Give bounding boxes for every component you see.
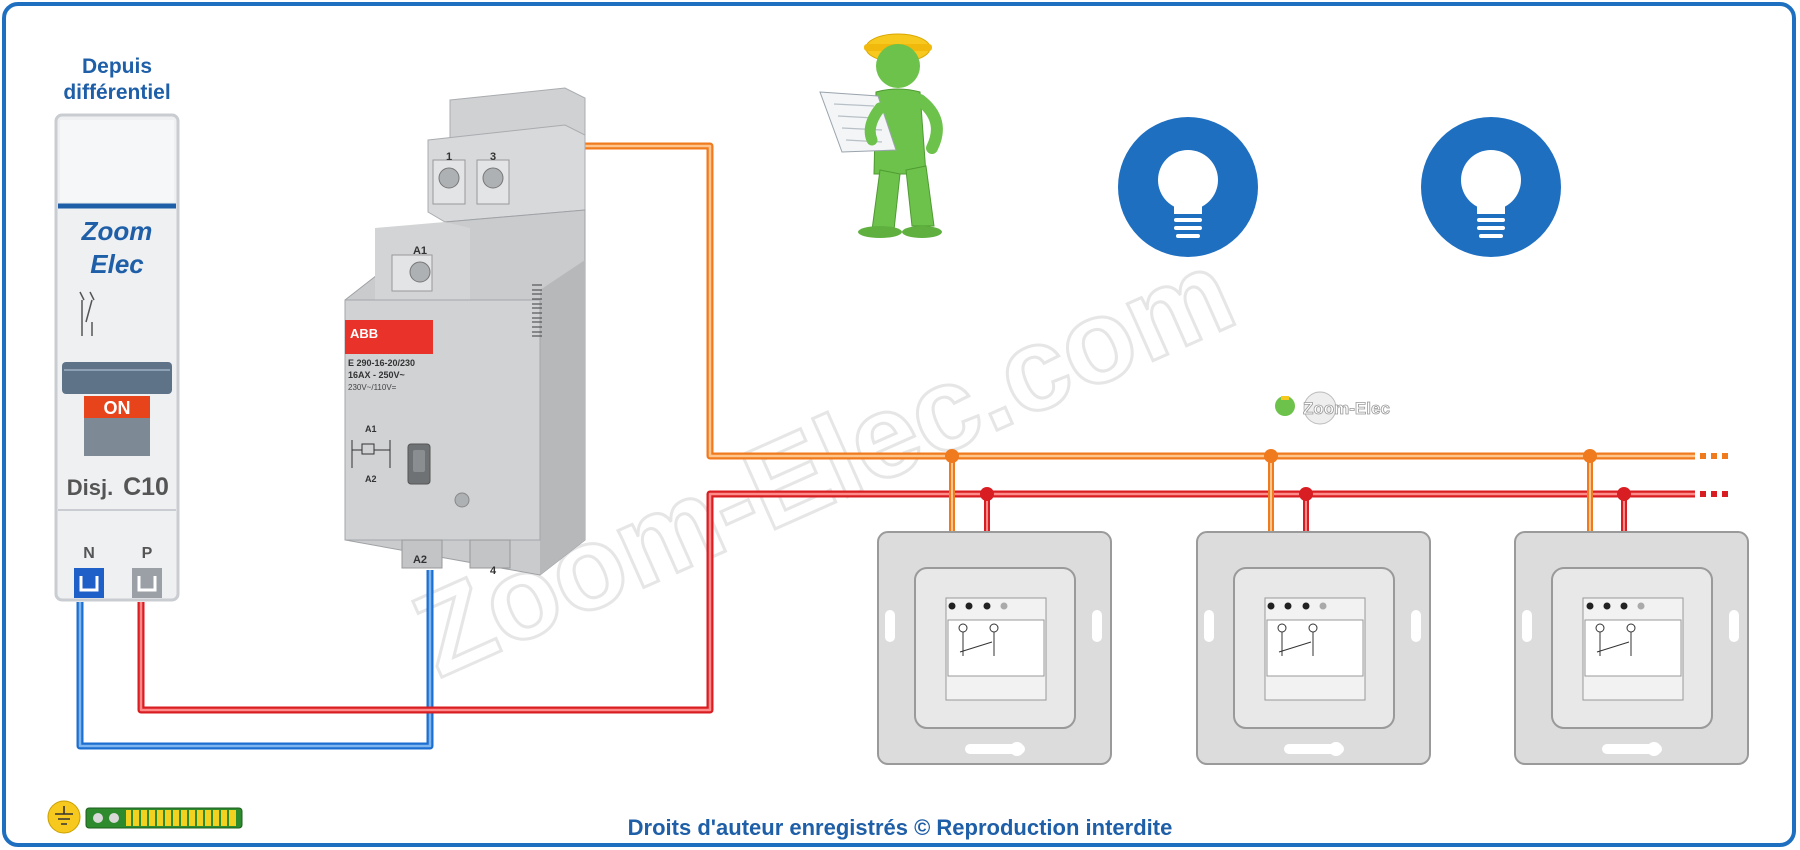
relay-terminal-a1: A1 (413, 245, 427, 257)
push-button-2[interactable] (1196, 531, 1431, 765)
lightbulb-icon (1421, 117, 1561, 257)
breaker-brand-line2: Elec (90, 249, 144, 279)
rating-prefix: Disj. (67, 475, 113, 500)
source-label-line1: Depuis (82, 55, 152, 78)
relay-barcode (532, 284, 542, 337)
worker-figure (819, 33, 943, 238)
terminal-n-label: N (83, 545, 95, 562)
relay-terminal-3: 3 (490, 151, 496, 163)
breaker-handle[interactable] (62, 362, 172, 394)
circuit-breaker: Zoom Elec ON Disj. C10 N P (54, 113, 180, 602)
relay-model: E 290-16-20/230 (348, 358, 415, 368)
earth-terminal-bar (85, 807, 243, 829)
copyright-footer: Droits d'auteur enregistrés © Reproducti… (628, 815, 1173, 840)
relay-schematic-icon (351, 440, 391, 468)
impulse-relay: ABB E 290-16-20/230 16AX - 250V~ 230V~/1… (344, 87, 586, 577)
small-logo-text: Zoom-Elec (1303, 399, 1390, 418)
relay-schematic-a1: A1 (365, 424, 377, 434)
relay-brand: ABB (350, 326, 378, 341)
push-button-1[interactable] (877, 531, 1112, 765)
relay-spec1: 16AX - 250V~ (348, 370, 405, 380)
rating-value: C10 (123, 473, 169, 501)
breaker-brand-line1: Zoom (81, 216, 153, 246)
terminal-p-label: P (142, 545, 153, 562)
relay-terminal-a2: A2 (413, 554, 427, 566)
push-button-3[interactable] (1514, 531, 1749, 765)
relay-spec2: 230V~/110V= (348, 383, 397, 392)
source-label-line2: différentiel (63, 81, 170, 104)
relay-terminal-1: 1 (446, 151, 452, 163)
breaker-symbol-icon (79, 291, 95, 336)
terminal-n[interactable] (74, 568, 104, 598)
lightbulb-icon (1118, 117, 1258, 257)
small-logo: Zoom-Elec (1275, 391, 1390, 425)
ground-icon (47, 800, 81, 834)
on-label: ON (104, 398, 131, 418)
relay-schematic-a2: A2 (365, 474, 377, 484)
relay-terminal-4: 4 (490, 565, 497, 577)
on-indicator (84, 396, 150, 418)
terminal-p[interactable] (132, 568, 162, 598)
